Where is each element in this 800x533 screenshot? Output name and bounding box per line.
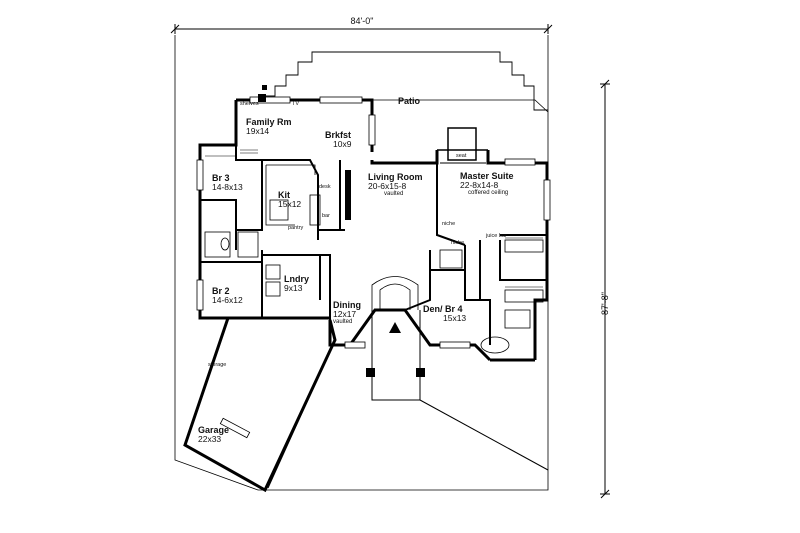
room-br3: Br 3 14-8x13: [212, 173, 243, 193]
room-kit: Kit 15x12: [278, 190, 302, 210]
garage-outline: [183, 317, 337, 493]
room-size: 9x13: [284, 283, 303, 294]
room-size: 22-8x14-8: [460, 180, 499, 191]
kitchen-island: [269, 199, 289, 221]
room-name: Lndry: [284, 274, 310, 284]
note-pantry: pantry: [288, 225, 304, 231]
room-size: 14-6x12: [212, 295, 243, 306]
room-note: coffered ceiling: [468, 190, 509, 197]
room-name: Kit: [278, 190, 290, 200]
room-size: 12x17: [333, 309, 357, 320]
note-tv: TV: [292, 101, 300, 107]
room-name: Family Rm: [246, 117, 292, 127]
entry-arrow: [389, 322, 401, 333]
room-note: vaulted: [333, 319, 353, 326]
overall-width-label: 84'-0": [350, 16, 374, 26]
note-niche: niche: [442, 221, 456, 227]
room-name: Master Suite: [460, 171, 514, 181]
room-name: Br 2: [212, 286, 230, 296]
room-name: Garage: [198, 425, 230, 435]
room-size: 14-8x13: [212, 182, 243, 193]
room-name: Brkfst: [325, 130, 352, 140]
room-dining: Dining 12x17 vaulted: [333, 300, 361, 326]
entry-porch: [371, 310, 421, 401]
room-size: 22x33: [198, 434, 222, 445]
room-living: Living Room 20-6x15-8 vaulted: [368, 172, 423, 198]
room-master: Master Suite 22-8x14-8 coffered ceiling: [460, 171, 514, 197]
tub: [480, 336, 510, 354]
width-dimension-line: [170, 24, 553, 34]
room-size: 20-6x15-8: [368, 181, 407, 192]
north-wall: [198, 100, 238, 320]
note-juice-bar: juice bar: [486, 233, 507, 239]
room-brkfst: Brkfst 10x9: [325, 130, 352, 150]
overall-depth-label: 87'-8": [600, 292, 610, 315]
room-br2: Br 2 14-6x12: [212, 286, 243, 306]
site-boundary: [174, 35, 549, 491]
note-desk: desk: [319, 184, 331, 190]
kitchen-counter: [266, 164, 316, 175]
entry-arch: [371, 276, 419, 310]
chimney: [447, 127, 477, 151]
room-name: Living Room: [368, 172, 423, 182]
room-name: Br 3: [212, 173, 230, 183]
room-name: Den/ Br 4: [423, 304, 463, 314]
note-seat: seat: [456, 153, 467, 159]
room-garage: Garage 22x33: [198, 425, 230, 445]
room-family: Family Rm 19x14: [246, 117, 292, 137]
room-laundry: Lndry 9x13: [284, 274, 310, 294]
patio-label: Patio: [398, 96, 421, 106]
room-size: 10x9: [333, 139, 352, 150]
patio-outline: [262, 51, 548, 111]
room-size: 15x12: [278, 199, 302, 210]
room-size: 19x14: [246, 126, 270, 137]
depth-dimension-line: [600, 79, 610, 499]
room-den: Den/ Br 4 15x13: [423, 304, 467, 324]
room-size: 15x13: [443, 313, 467, 324]
note-storage: storage: [208, 362, 227, 368]
room-name: Dining: [333, 300, 361, 310]
note-niche-2: niche: [451, 240, 465, 246]
note-shelves: shelves: [240, 101, 259, 107]
note-bar: bar: [322, 213, 330, 219]
room-note: vaulted: [384, 191, 404, 198]
